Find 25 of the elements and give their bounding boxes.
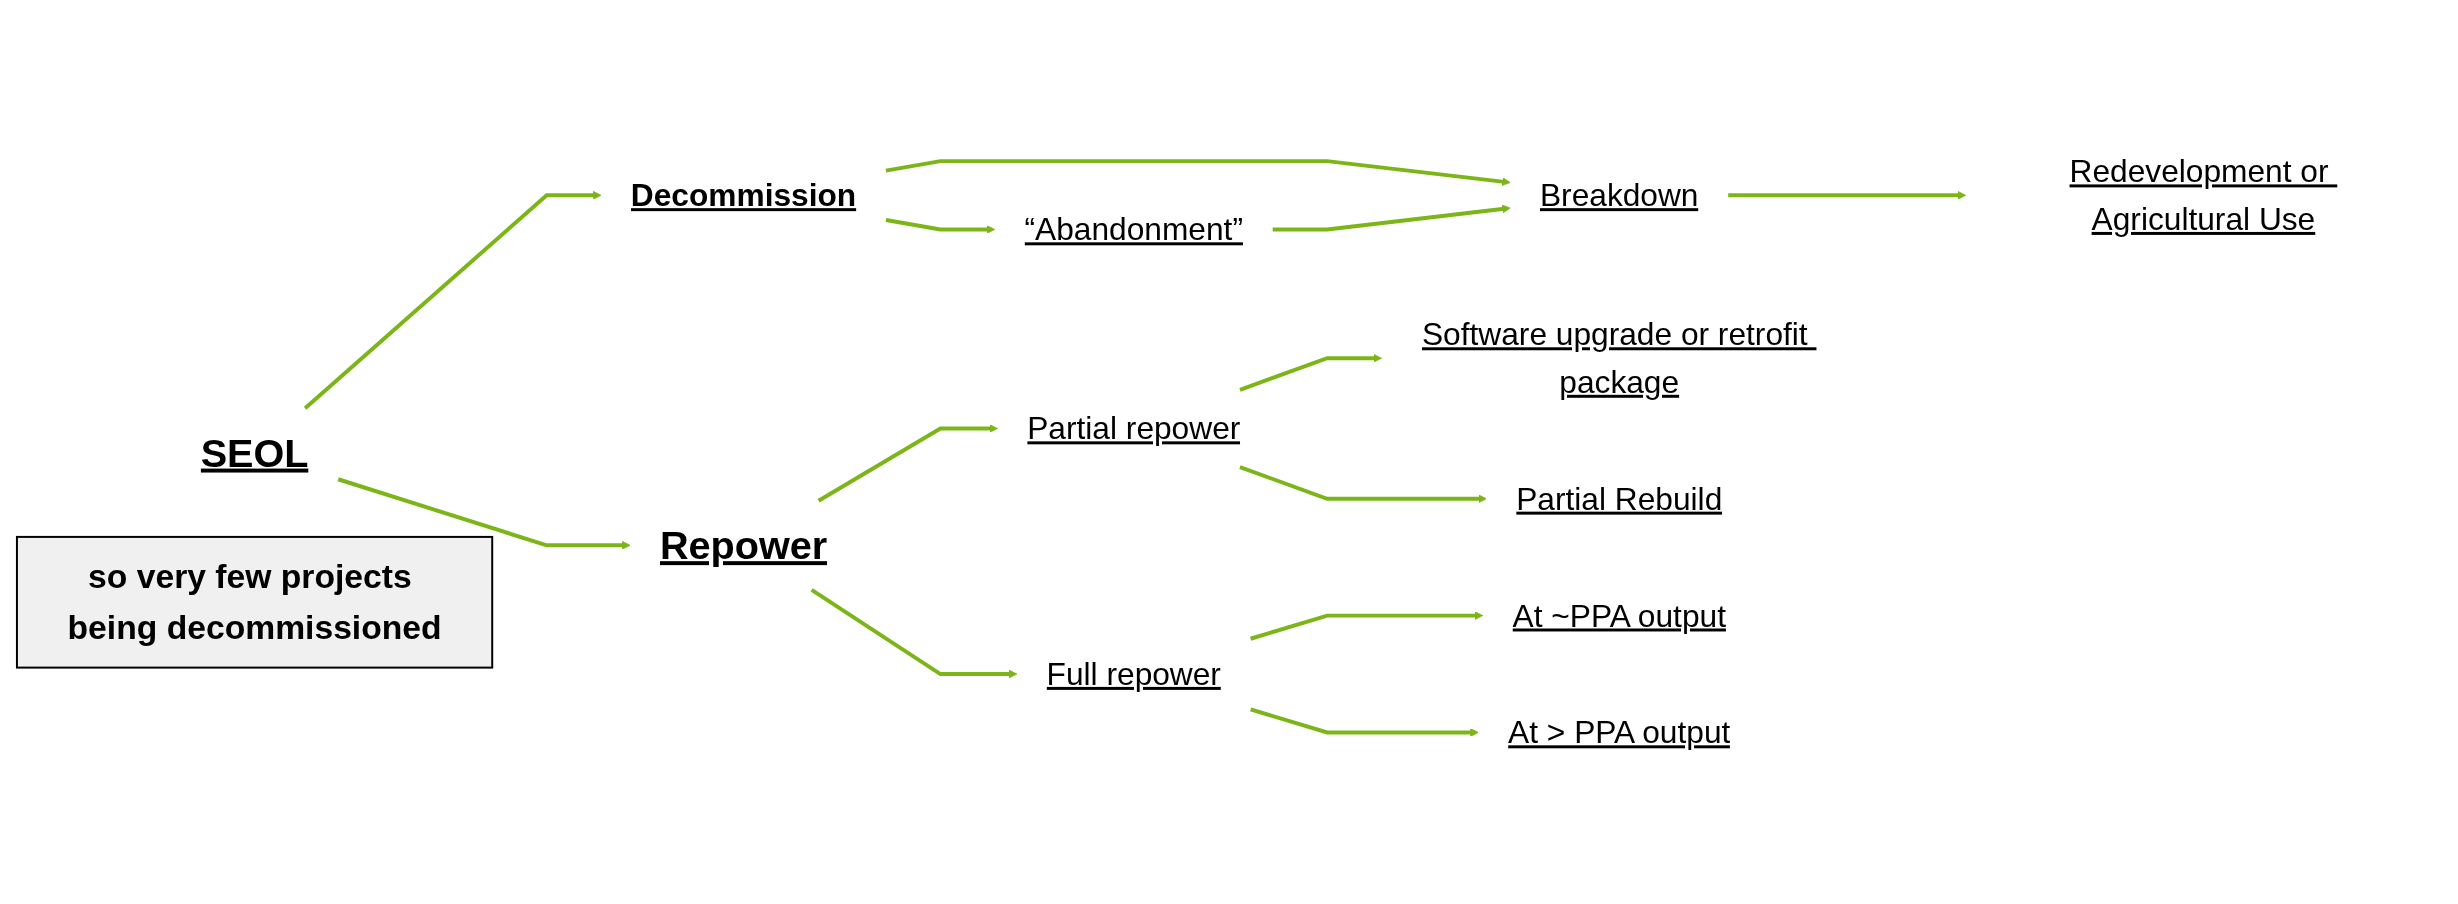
node-text: Partial repower	[1027, 410, 1241, 447]
arrow	[1250, 707, 1479, 737]
node-text: Decommission	[630, 177, 857, 214]
arrow	[303, 190, 602, 410]
node-text: At ~PPA output	[1512, 597, 1726, 634]
arrow	[810, 588, 1018, 679]
node-box: so very few projects being decommissioned	[15, 535, 494, 669]
arrow	[885, 218, 996, 234]
node-text: Breakdown	[1539, 177, 1699, 214]
node-text: Partial Rebuild	[1516, 480, 1723, 517]
arrow	[885, 159, 1511, 186]
arrow	[1239, 353, 1382, 392]
node-text: Full repower	[1046, 656, 1221, 692]
node-text: “Abandonment”	[1024, 211, 1243, 248]
node-text: SEOL	[200, 430, 309, 475]
arrow	[1728, 190, 1967, 200]
arrow	[337, 477, 631, 550]
arrow	[1239, 465, 1487, 504]
arrow	[1272, 204, 1511, 232]
node-text: At > PPA output	[1508, 714, 1731, 751]
node-text: Redevelopment or Agricultural Use	[2069, 153, 2329, 237]
node-text: Software upgrade or retrofit package	[1421, 316, 1808, 400]
arrow	[817, 424, 998, 503]
arrow	[1250, 611, 1484, 641]
node-text: Repower	[659, 523, 828, 568]
